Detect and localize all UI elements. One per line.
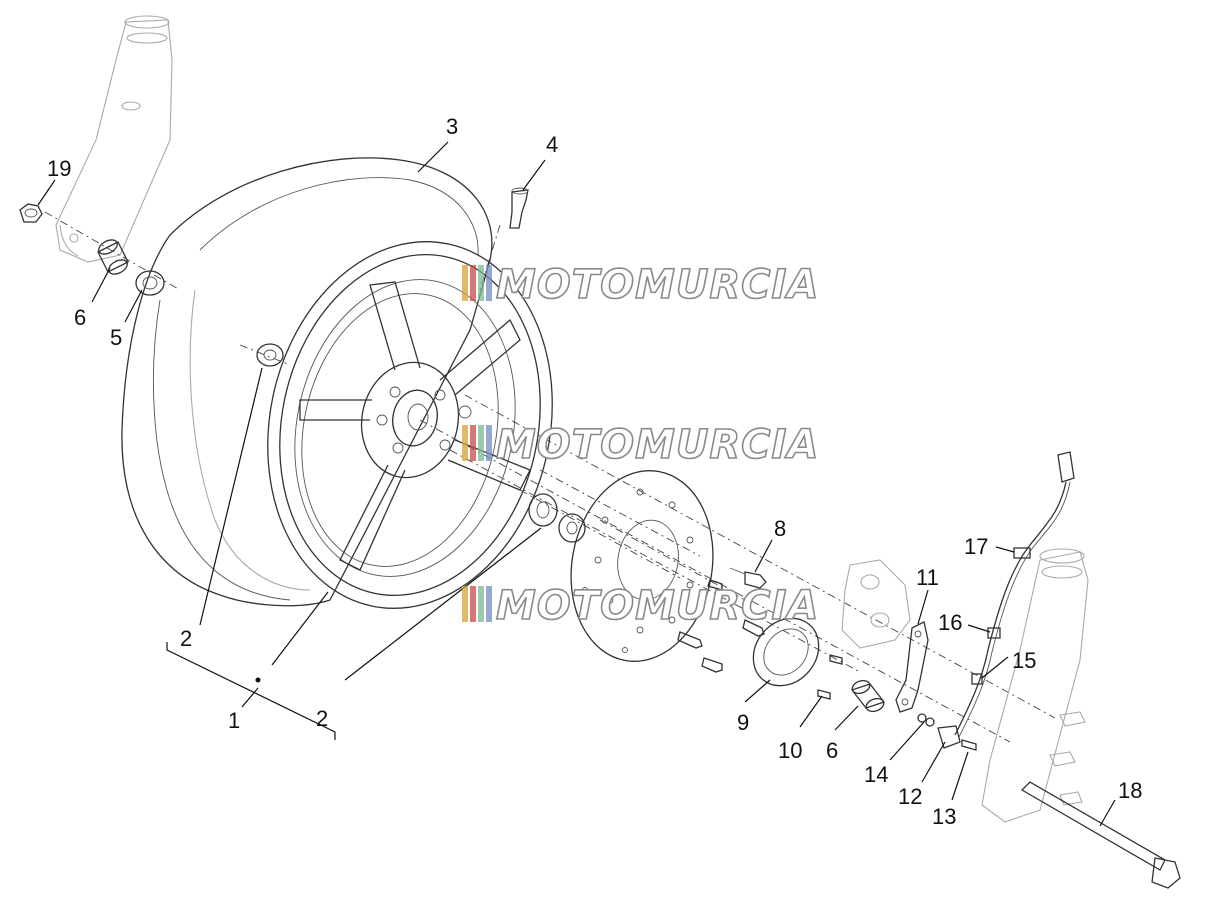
callout-13: 13 (932, 804, 956, 829)
nut-19[interactable] (19, 203, 43, 223)
bearing-2-left[interactable] (256, 343, 284, 367)
callout-10: 10 (778, 738, 802, 763)
bearing-5[interactable] (135, 270, 165, 296)
abs-sensor-cable[interactable] (937, 451, 1075, 749)
callout-12: 12 (898, 784, 922, 809)
watermark-middle: MOTOMURCIA (462, 421, 819, 469)
screw-13[interactable] (961, 739, 977, 751)
tyre[interactable] (121, 157, 493, 607)
callout-14: 14 (864, 762, 888, 787)
watermark-top: MOTOMURCIA (462, 261, 819, 309)
callout-1: 1 (228, 708, 240, 733)
tone-wheel-9[interactable] (740, 605, 832, 699)
watermark-bottom: MOTOMURCIA (462, 582, 819, 630)
callout-6-left: 6 (74, 305, 86, 330)
bearing-2-right[interactable] (528, 493, 586, 543)
callout-6-right: 6 (826, 738, 838, 763)
callout-19: 19 (47, 156, 71, 181)
axle-18[interactable] (1020, 781, 1181, 889)
screws-10[interactable] (817, 654, 843, 700)
callout-17: 17 (964, 534, 988, 559)
spacer-6-left[interactable] (96, 237, 129, 277)
left-fork-leg (55, 15, 173, 263)
callout-labels: 19 6 5 3 4 2 1 2 8 9 10 6 11 17 16 15 14… (47, 114, 1142, 829)
sensor-bracket-11[interactable] (895, 621, 929, 713)
washers-14[interactable] (917, 713, 935, 727)
callout-4: 4 (546, 132, 558, 157)
callout-15: 15 (1012, 648, 1036, 673)
spacer-6-right[interactable] (850, 678, 886, 713)
callout-3: 3 (446, 114, 458, 139)
callout-18: 18 (1118, 778, 1142, 803)
callout-8: 8 (774, 516, 786, 541)
callout-11: 11 (916, 565, 939, 590)
watermark-text-middle: MOTOMURCIA (496, 422, 819, 468)
callout-16: 16 (938, 610, 962, 635)
right-fork-leg (981, 548, 1089, 823)
callout-2-left: 2 (180, 626, 192, 651)
watermark-text-bottom: MOTOMURCIA (496, 583, 819, 629)
brake-caliper (841, 559, 911, 649)
valve-4[interactable] (509, 187, 529, 229)
callout-5: 5 (110, 325, 122, 350)
brake-disc[interactable] (556, 459, 727, 672)
watermark-text-top: MOTOMURCIA (496, 262, 819, 308)
screw-8[interactable] (729, 567, 767, 589)
callout-2-right: 2 (316, 706, 328, 731)
callout-9: 9 (737, 710, 749, 735)
wheel-rim[interactable] (235, 215, 586, 635)
leader-lines (37, 141, 1116, 827)
